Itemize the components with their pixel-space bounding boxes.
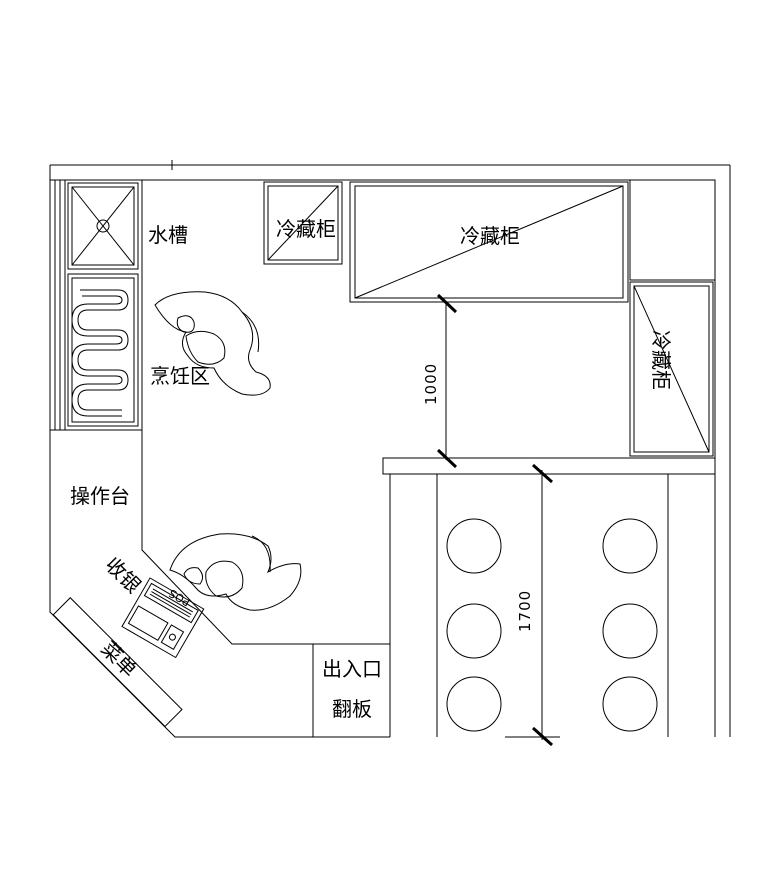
sink-label: 水槽 [148, 223, 188, 247]
stool-icon [602, 676, 658, 732]
fridge-small-label: 冷藏柜 [276, 217, 336, 241]
menu-board [52, 597, 183, 728]
fridge-large [349, 181, 629, 303]
cashier-label: 收银 [100, 553, 145, 598]
dimension-top-gap-label: 1000 [422, 363, 440, 405]
pos-terminal [121, 577, 205, 659]
sink-drain-icon [96, 219, 110, 233]
seating-area [389, 474, 716, 737]
stool-icon [446, 676, 502, 732]
flip-board-label: 翻板 [332, 697, 372, 721]
left-wall-cabinets [49, 180, 143, 431]
cooking-area-label: 烹饪区 [150, 364, 210, 388]
cook-person-icon [154, 291, 271, 396]
stool-icon [446, 603, 502, 659]
menu-label: 菜单 [96, 637, 141, 682]
counter-label: 操作台 [70, 484, 130, 508]
dimension-seating-depth [505, 463, 560, 747]
stool-icon [602, 518, 658, 574]
stove [67, 273, 139, 427]
dimension-top-gap [436, 293, 458, 469]
fridge-right [629, 281, 714, 457]
dimension-seating-depth-label: 1700 [516, 590, 534, 632]
stool-icon [446, 518, 502, 574]
burner-coil-icon [77, 289, 129, 411]
cashier-person-icon [169, 533, 302, 611]
right-top-cabinet [629, 179, 716, 281]
fridge-large-label: 冷藏柜 [460, 224, 520, 248]
bar-counter-top [382, 457, 716, 475]
sink [67, 182, 139, 270]
fridge-right-label: 冷藏柜 [649, 330, 673, 390]
entrance-label: 出入口 [322, 657, 382, 681]
fridge-small [263, 181, 343, 265]
stool-icon [602, 603, 658, 659]
front-counter [49, 430, 390, 738]
